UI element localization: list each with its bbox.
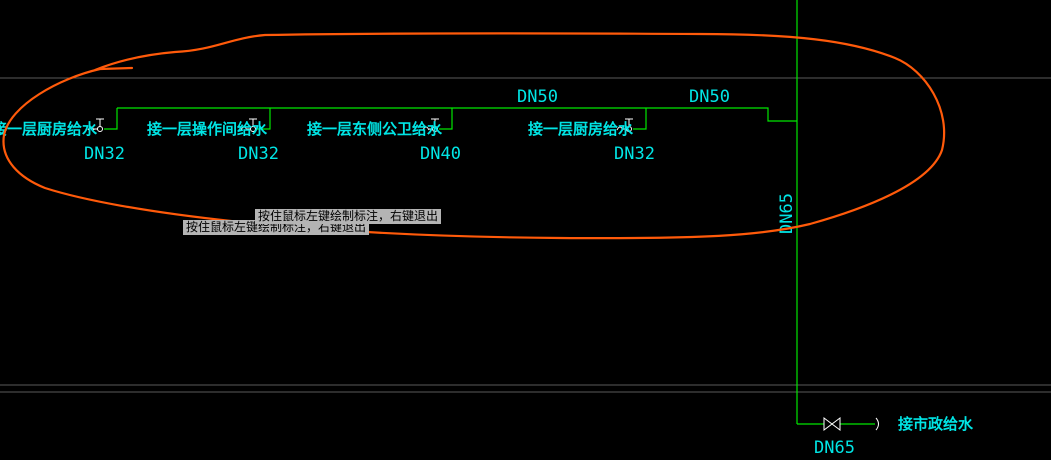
branch-size-label: DN32	[614, 144, 655, 164]
valve-icon	[616, 118, 633, 132]
outlet-label: 接市政给水	[898, 415, 974, 433]
branch-pipe-3[interactable]	[439, 108, 453, 130]
main-supply-pipe[interactable]	[117, 107, 797, 122]
main-size-label: DN50	[517, 87, 558, 107]
branch-size-label: DN32	[238, 144, 279, 164]
fixture-label: 接一层东侧公卫给水	[307, 120, 443, 138]
valve-icon	[240, 118, 257, 132]
fixture-label: 接一层操作间给水	[147, 120, 268, 138]
branch-pipe-1[interactable]	[104, 108, 118, 130]
fixture-label: 接一层厨房给水	[0, 120, 98, 138]
branch-size-label: DN40	[420, 144, 461, 164]
fixture-label: 接一层厨房给水	[528, 120, 634, 138]
outlet-size-label: DN65	[814, 438, 855, 458]
main-size-label: DN50	[689, 87, 730, 107]
riser-size-label: DN65	[777, 193, 797, 234]
pipe-end-icon	[875, 417, 879, 431]
annotation-freehand-loop[interactable]	[2, 32, 946, 240]
branch-pipe-2[interactable]	[257, 108, 271, 130]
valve-icon	[422, 118, 439, 132]
branch-pipe-4[interactable]	[633, 108, 647, 130]
gate-valve-icon[interactable]	[823, 417, 841, 431]
drawing-hint-tooltip: 按住鼠标左键绘制标注，右键退出	[255, 209, 442, 224]
branch-size-label: DN32	[84, 144, 125, 164]
valve-icon	[87, 118, 104, 132]
